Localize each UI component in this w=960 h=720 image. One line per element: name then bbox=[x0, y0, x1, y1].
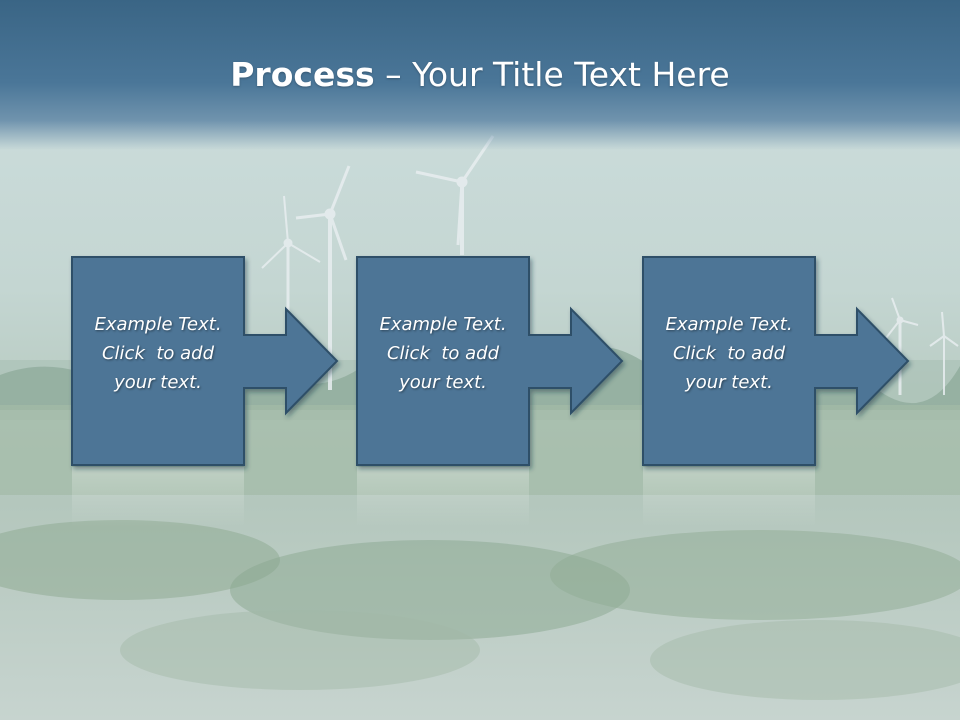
step-3-line-2: Click to add bbox=[672, 343, 785, 364]
step-2-line-3: your text. bbox=[399, 372, 487, 393]
step-2-line-1: Example Text. bbox=[379, 314, 507, 335]
title-bold: Process bbox=[230, 55, 375, 94]
step-1-text[interactable]: Example Text. Click to add your text. bbox=[72, 310, 244, 397]
step-1-line-3: your text. bbox=[114, 372, 202, 393]
step-3-line-3: your text. bbox=[685, 372, 773, 393]
process-step-1[interactable] bbox=[71, 256, 339, 466]
title-banner bbox=[0, 0, 960, 150]
step-reflections bbox=[72, 467, 815, 527]
step-1-line-2: Click to add bbox=[101, 343, 214, 364]
step-2-line-2: Click to add bbox=[386, 343, 499, 364]
arrow-shape-2 bbox=[356, 256, 624, 466]
title-rest: – Your Title Text Here bbox=[374, 55, 730, 94]
step-2-text[interactable]: Example Text. Click to add your text. bbox=[357, 310, 529, 397]
page-title[interactable]: Process – Your Title Text Here bbox=[0, 52, 960, 98]
step-3-text[interactable]: Example Text. Click to add your text. bbox=[643, 310, 815, 397]
process-step-3[interactable] bbox=[642, 256, 910, 466]
process-step-2[interactable] bbox=[356, 256, 624, 466]
step-3-line-1: Example Text. bbox=[665, 314, 793, 335]
arrow-shape-1 bbox=[71, 256, 339, 466]
arrow-shape-3 bbox=[642, 256, 910, 466]
step-1-line-1: Example Text. bbox=[94, 314, 222, 335]
